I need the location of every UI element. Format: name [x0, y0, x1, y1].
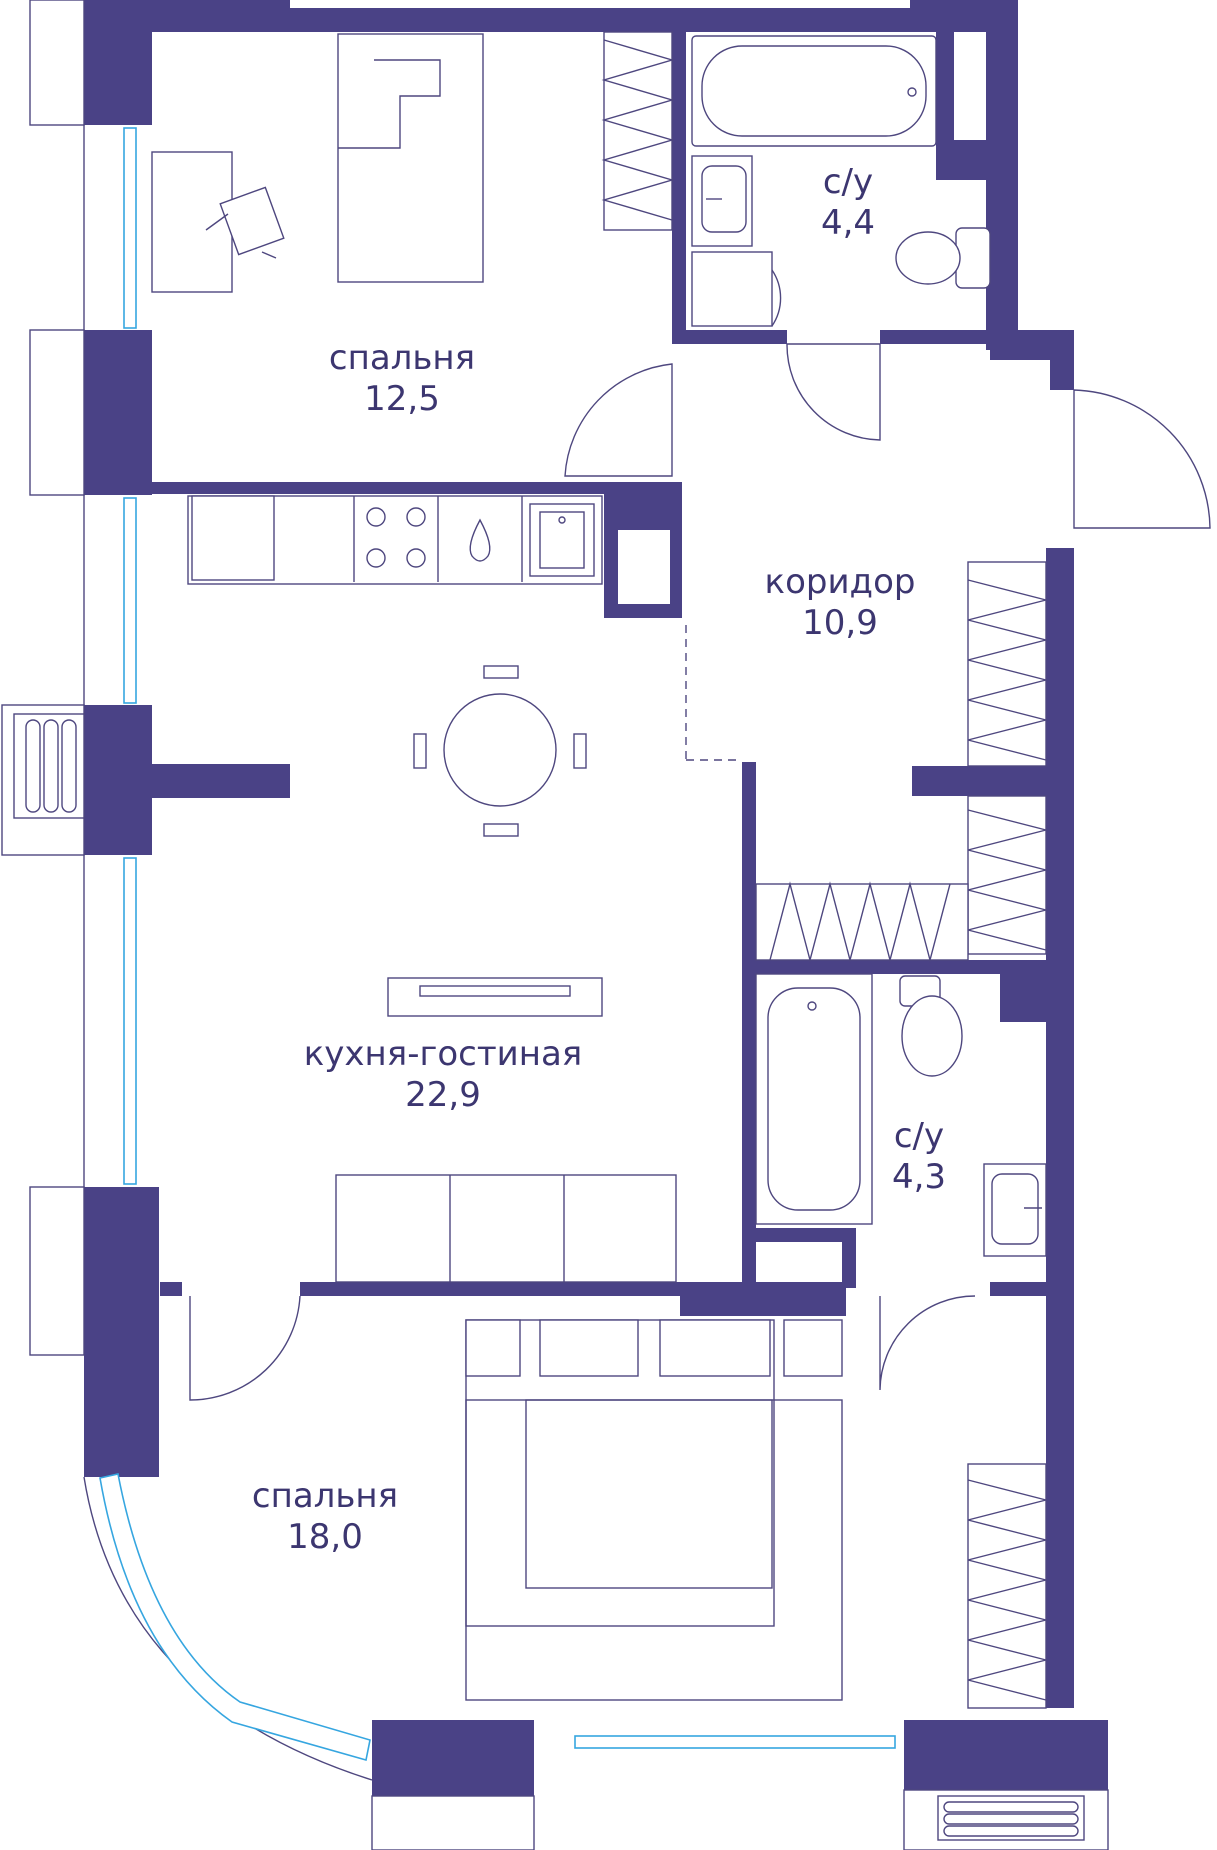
room-name: с/у: [893, 1116, 945, 1156]
room-label-bathroom-2: с/у 4,3: [892, 1116, 946, 1199]
room-area: 10,9: [802, 603, 878, 644]
water-drop-icon: [469, 518, 491, 562]
room-area: 22,9: [405, 1075, 481, 1116]
room-label-kitchen-living: кухня-гостиная 22,9: [304, 1034, 583, 1117]
furniture: [13, 31, 1085, 1841]
room-name: с/у: [822, 162, 874, 202]
room-name: коридор: [764, 562, 916, 602]
room-label-bedroom-1: спальня 12,5: [329, 338, 475, 421]
room-area: 18,0: [287, 1517, 363, 1558]
room-name: спальня: [251, 1476, 399, 1516]
doors: [189, 343, 1211, 1401]
radiator-icon: [13, 713, 85, 819]
windows: [99, 127, 896, 1762]
room-label-bathroom-1: с/у 4,4: [821, 162, 875, 245]
room-area: 4,4: [820, 203, 876, 244]
room-area: 12,5: [364, 379, 440, 420]
radiator-icon: [937, 1795, 1085, 1841]
room-label-bedroom-2: спальня 18,0: [252, 1476, 398, 1559]
room-name: кухня-гостиная: [303, 1034, 583, 1074]
room-label-corridor: коридор 10,9: [765, 562, 916, 645]
room-area: 4,3: [891, 1157, 947, 1198]
walls: [84, 0, 1108, 1796]
hob-icon: [366, 507, 426, 568]
chair-icon: [205, 186, 285, 259]
room-name: спальня: [328, 338, 476, 378]
